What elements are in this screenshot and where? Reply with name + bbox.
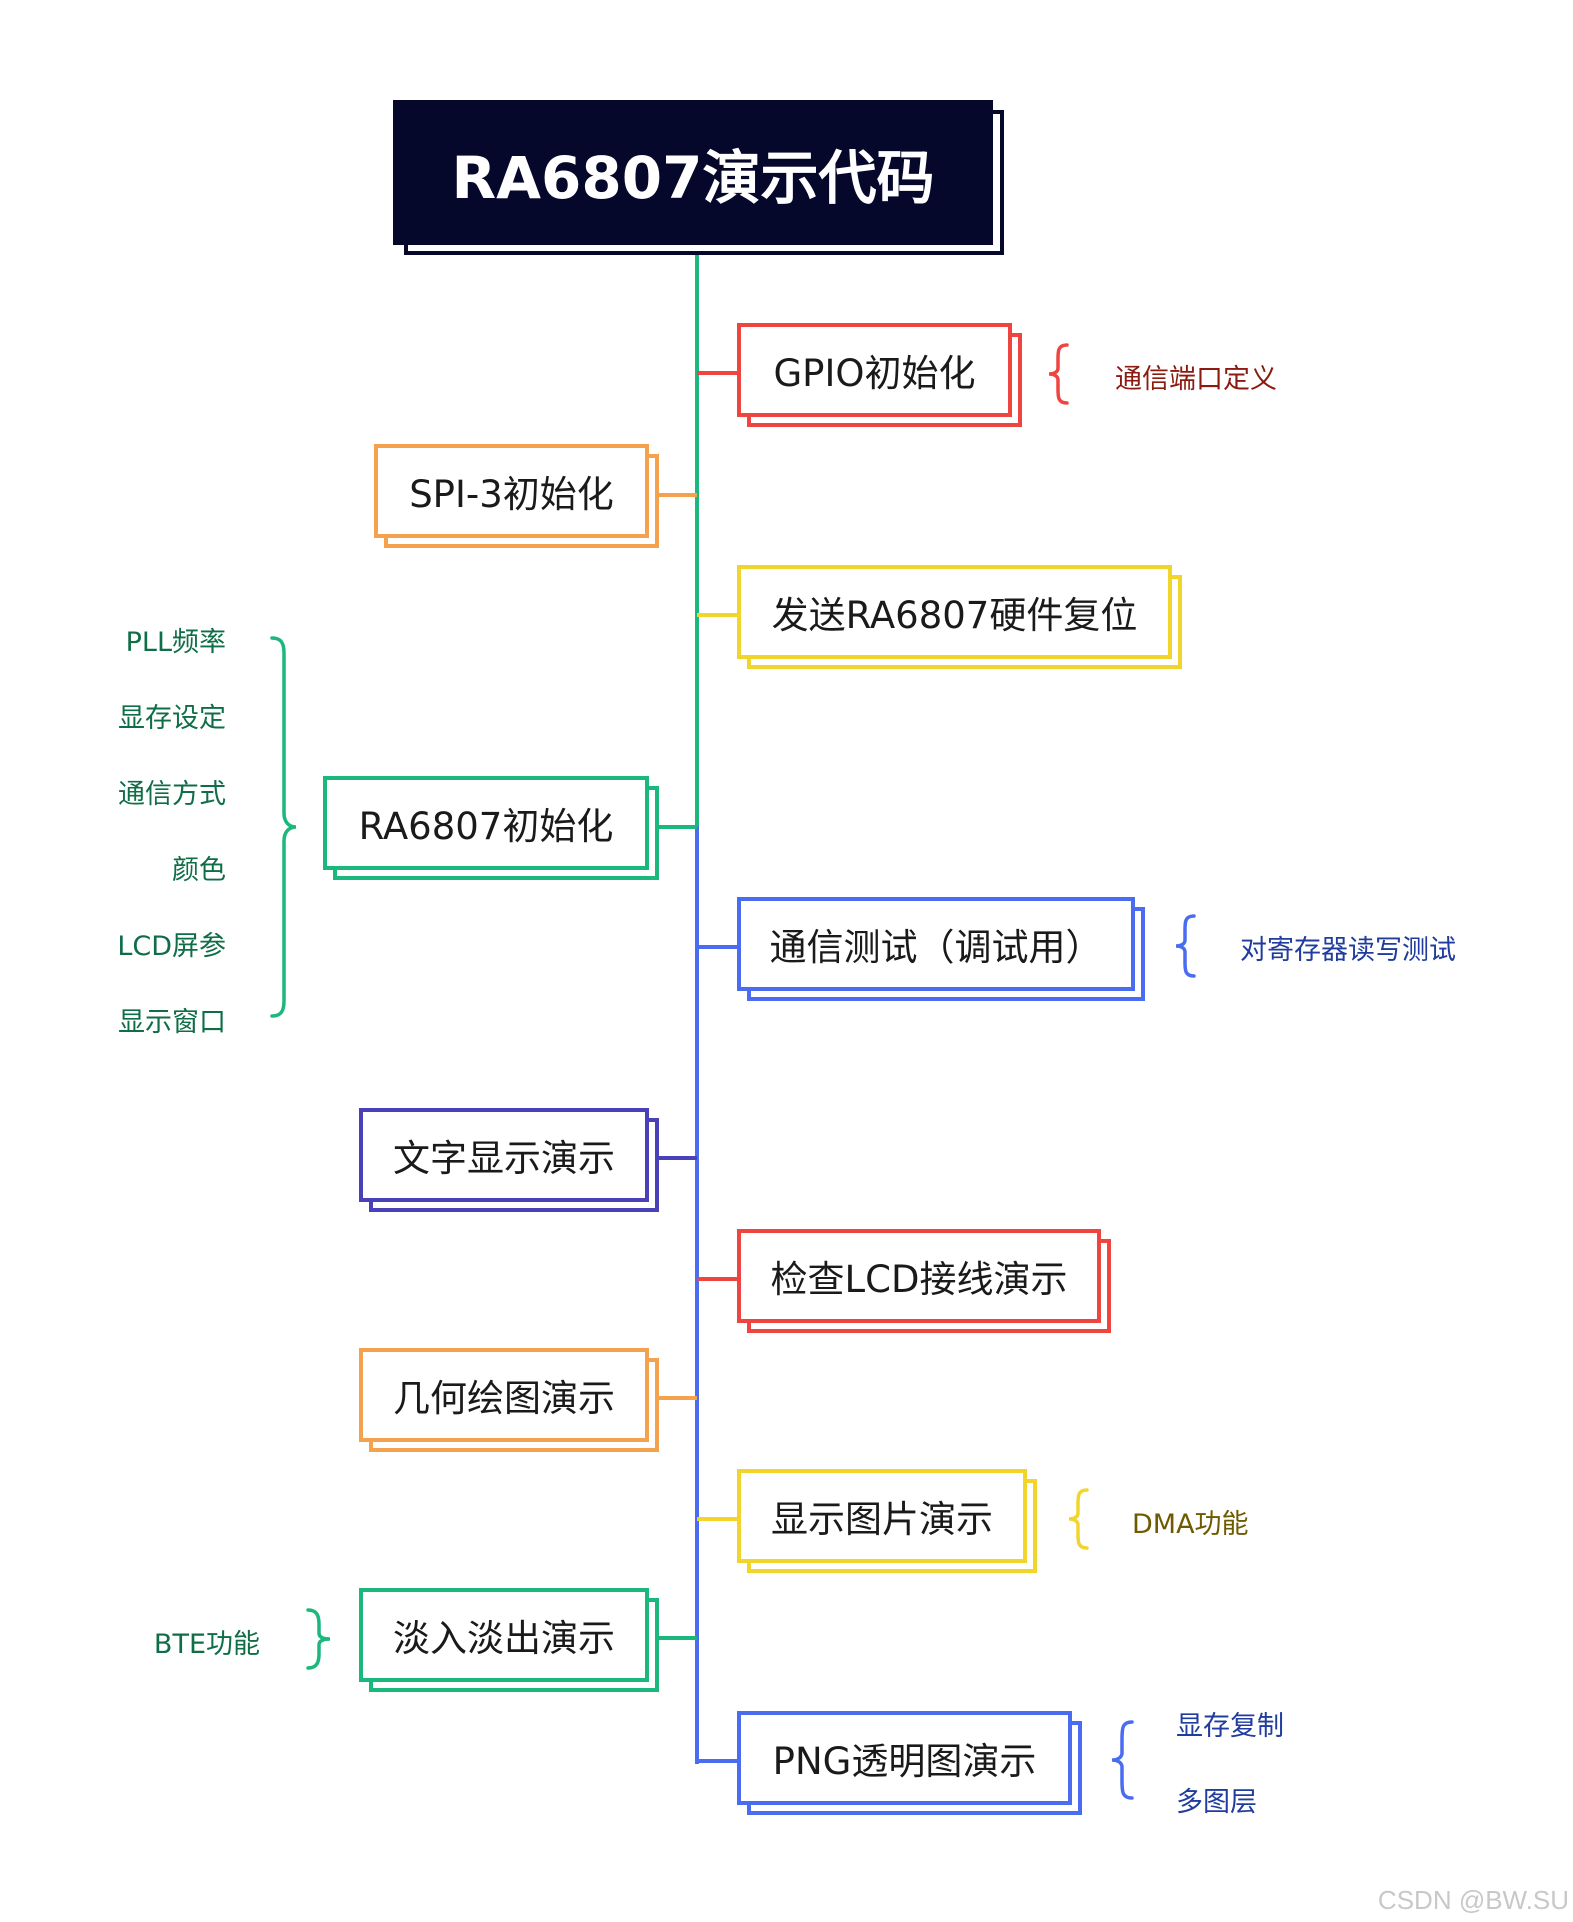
node-fade-demo: 淡入淡出演示 bbox=[359, 1588, 649, 1682]
spine-top bbox=[695, 252, 699, 828]
node-comm-label: 通信测试（调试用） bbox=[769, 926, 1103, 969]
note-vram-copy: 显存复制 bbox=[1176, 1711, 1284, 1742]
brace-img-note bbox=[1068, 1488, 1089, 1550]
watermark: CSDN @BW.SU bbox=[1377, 1885, 1569, 1915]
connector-spi bbox=[659, 493, 697, 497]
connector-init bbox=[659, 825, 697, 829]
brace-fade-note bbox=[306, 1608, 331, 1670]
node-geom-label: 几何绘图演示 bbox=[393, 1377, 615, 1420]
node-geometry-demo: 几何绘图演示 bbox=[359, 1348, 649, 1442]
brace-init-notes bbox=[270, 636, 297, 1018]
node-fade-label: 淡入淡出演示 bbox=[393, 1617, 615, 1660]
note-comm-mode: 通信方式 bbox=[118, 779, 226, 810]
node-comm-test: 通信测试（调试用） bbox=[737, 897, 1135, 991]
title-text: RA6807演示代码 bbox=[451, 143, 935, 212]
node-gpio-label: GPIO初始化 bbox=[773, 352, 976, 395]
note-pll: PLL频率 bbox=[125, 627, 226, 658]
connector-comm bbox=[697, 945, 739, 949]
connector-png bbox=[697, 1759, 739, 1763]
connector-text bbox=[659, 1156, 697, 1160]
node-img-label: 显示图片演示 bbox=[771, 1498, 993, 1541]
connector-lcd bbox=[697, 1277, 739, 1281]
brace-gpio-note bbox=[1048, 343, 1069, 405]
node-spi-label: SPI-3初始化 bbox=[409, 473, 614, 516]
note-port-definition: 通信端口定义 bbox=[1115, 364, 1277, 395]
node-text-demo: 文字显示演示 bbox=[359, 1108, 649, 1202]
node-lcd-label: 检查LCD接线演示 bbox=[770, 1258, 1068, 1301]
connector-geom bbox=[659, 1396, 697, 1400]
note-lcd-params: LCD屏参 bbox=[117, 931, 226, 962]
node-png-label: PNG透明图演示 bbox=[772, 1740, 1037, 1783]
note-dma: DMA功能 bbox=[1132, 1509, 1249, 1540]
node-lcd-demo: 检查LCD接线演示 bbox=[737, 1229, 1101, 1323]
node-hardware-reset: 发送RA6807硬件复位 bbox=[737, 565, 1172, 659]
connector-fade bbox=[659, 1636, 697, 1640]
note-vram: 显存设定 bbox=[118, 703, 226, 734]
spine-bottom bbox=[695, 826, 699, 1764]
brace-png-notes bbox=[1111, 1720, 1134, 1800]
node-text-label: 文字显示演示 bbox=[393, 1137, 615, 1180]
node-gpio-init: GPIO初始化 bbox=[737, 323, 1012, 417]
node-image-demo: 显示图片演示 bbox=[737, 1469, 1027, 1563]
node-reset-label: 发送RA6807硬件复位 bbox=[771, 594, 1138, 637]
node-png-demo: PNG透明图演示 bbox=[737, 1711, 1072, 1805]
node-ra6807-init: RA6807初始化 bbox=[323, 776, 649, 870]
connector-img bbox=[697, 1517, 739, 1521]
title-box: RA6807演示代码 bbox=[393, 100, 993, 245]
node-spi-init: SPI-3初始化 bbox=[374, 444, 649, 538]
note-bte: BTE功能 bbox=[153, 1629, 260, 1660]
connector-reset bbox=[697, 613, 739, 617]
note-color: 颜色 bbox=[172, 855, 226, 886]
note-multi-layer: 多图层 bbox=[1176, 1787, 1257, 1818]
brace-comm-note bbox=[1175, 914, 1196, 978]
node-init-label: RA6807初始化 bbox=[358, 805, 614, 848]
note-register-test: 对寄存器读写测试 bbox=[1240, 935, 1456, 966]
note-display-window: 显示窗口 bbox=[118, 1007, 226, 1038]
connector-gpio bbox=[697, 371, 739, 375]
